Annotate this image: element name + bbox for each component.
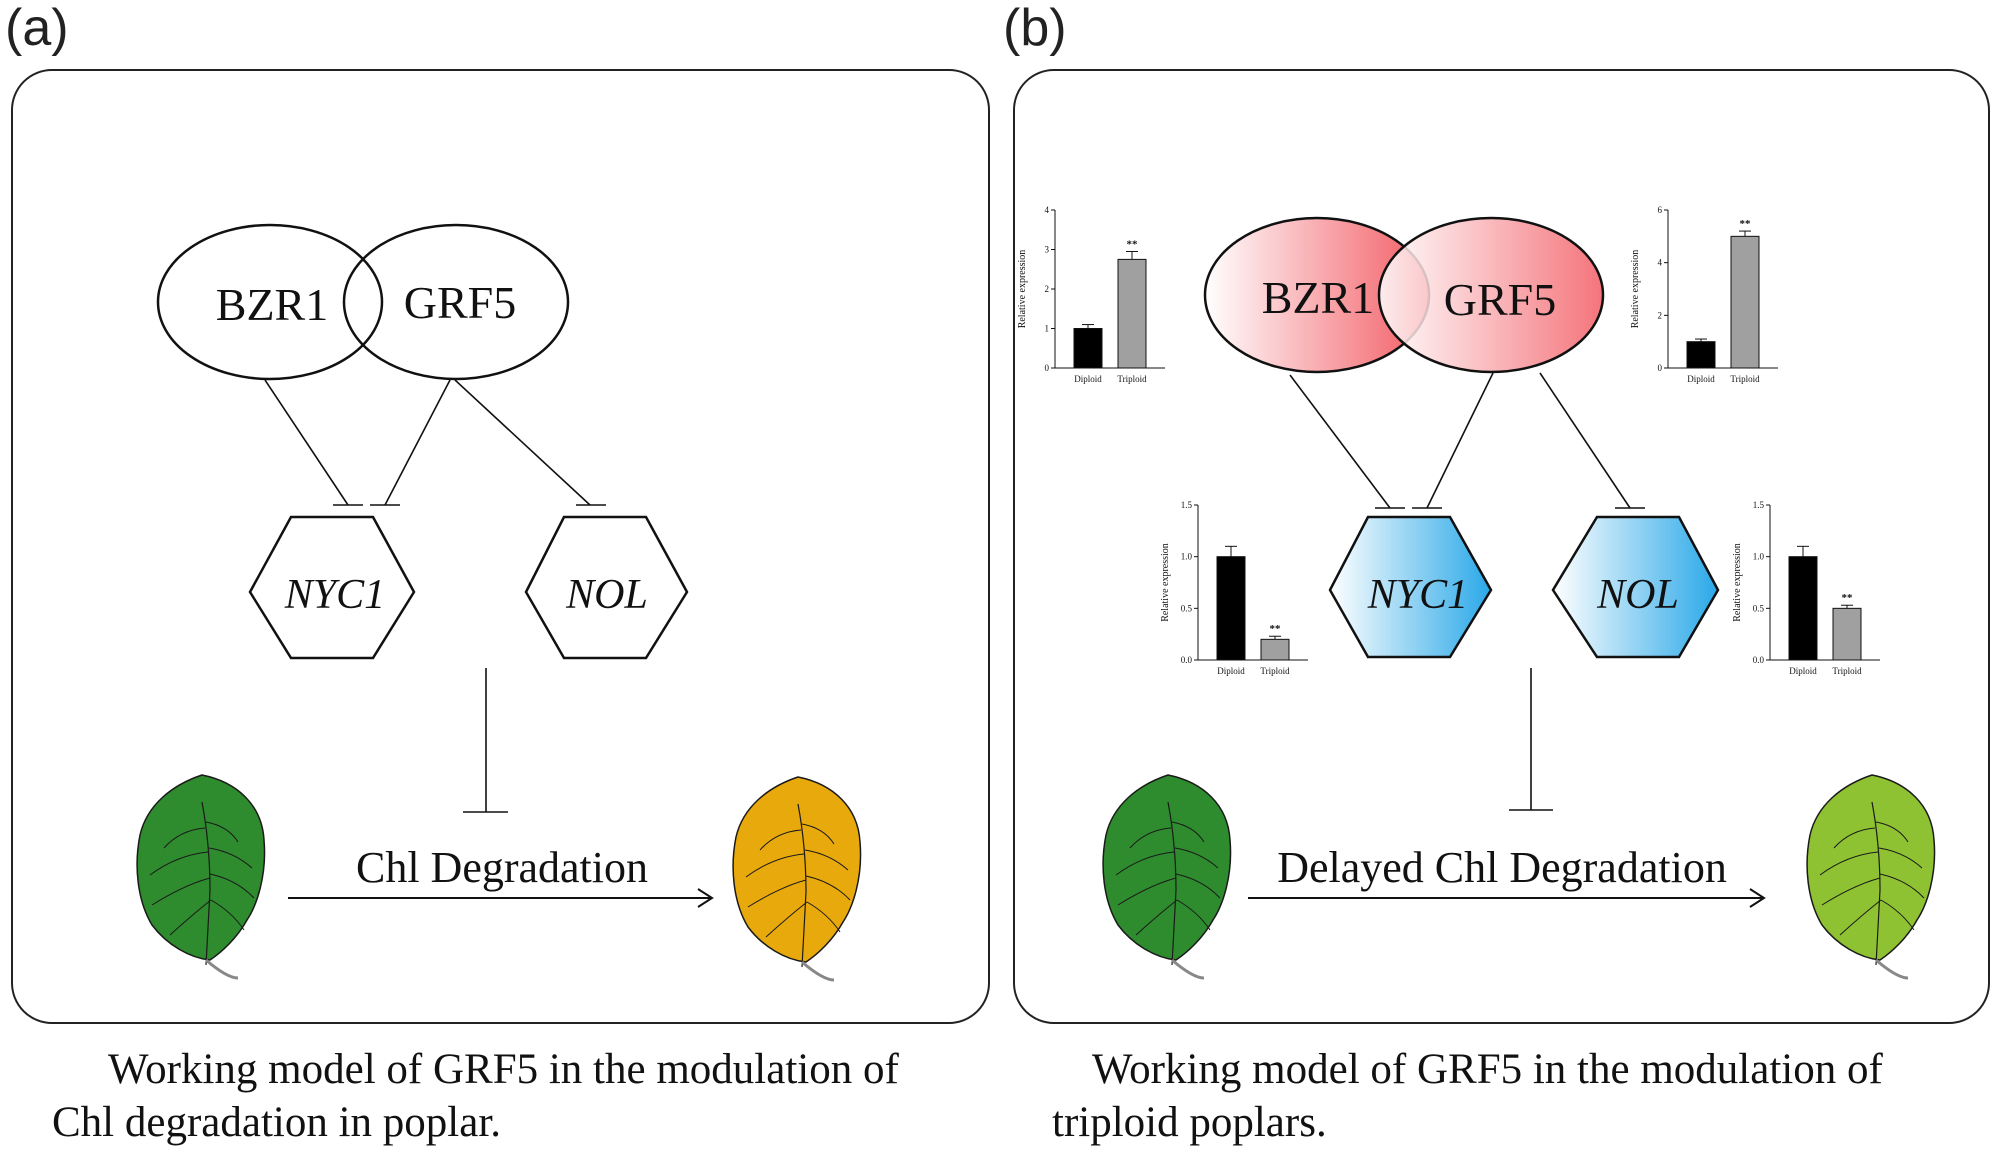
panel-a-label: (a) bbox=[5, 0, 69, 57]
panel-b-label: (b) bbox=[1003, 0, 1067, 57]
x-tick-label: Diploid bbox=[1074, 374, 1102, 384]
panel-b-frame bbox=[1013, 69, 1990, 1024]
x-tick-label: Diploid bbox=[1789, 666, 1817, 676]
y-tick-label: 6 bbox=[1658, 205, 1663, 215]
significance-label: ** bbox=[1842, 592, 1854, 604]
inhibition-edges-b bbox=[1289, 372, 1645, 811]
x-tick-label: Diploid bbox=[1217, 666, 1245, 676]
nyc1-node bbox=[248, 515, 416, 660]
significance-label: ** bbox=[1270, 623, 1282, 635]
bar-triploid bbox=[1117, 258, 1147, 369]
y-tick-label: 2 bbox=[1045, 284, 1050, 294]
y-tick-label: 0.5 bbox=[1753, 603, 1765, 613]
grf5-node-b bbox=[1377, 216, 1605, 374]
y-tick-label: 3 bbox=[1045, 245, 1050, 255]
bzr1-node bbox=[156, 223, 384, 381]
panel-b-diagram: BZR1 GRF5 NYC1 NOL Delayed Chl Degradati… bbox=[1017, 205, 1936, 980]
y-tick-label: 1.5 bbox=[1753, 500, 1765, 510]
nyc1-node-b bbox=[1328, 515, 1493, 659]
bar-diploid bbox=[1788, 556, 1818, 661]
caption-a-line1: Working model of GRF5 in the modulation … bbox=[108, 1046, 899, 1093]
significance-label: ** bbox=[1127, 238, 1139, 250]
y-tick-label: 4 bbox=[1045, 205, 1050, 215]
y-tick-label: 0 bbox=[1658, 363, 1663, 373]
y-axis-label: Relative expression bbox=[1732, 543, 1743, 622]
y-tick-label: 4 bbox=[1658, 258, 1663, 268]
y-tick-label: 0 bbox=[1045, 363, 1050, 373]
x-tick-label: Diploid bbox=[1687, 374, 1715, 384]
y-tick-label: 1 bbox=[1045, 324, 1050, 334]
caption-b-line1: Working model of GRF5 in the modulation … bbox=[1092, 1046, 1883, 1093]
bar-triploid bbox=[1260, 638, 1290, 661]
caption-b-line2: triploid poplars. bbox=[1052, 1099, 1327, 1146]
grf5-label: GRF5 bbox=[404, 277, 516, 328]
caption-a-line2: Chl degradation in poplar. bbox=[52, 1099, 502, 1146]
nyc1-label-b: NYC1 bbox=[1367, 572, 1468, 618]
process-label-b: Delayed Chl Degradation bbox=[1277, 843, 1727, 892]
panel-a-frame bbox=[11, 69, 990, 1024]
bar-diploid bbox=[1686, 341, 1716, 369]
bar-diploid bbox=[1216, 556, 1246, 661]
bzr1-label-b: BZR1 bbox=[1262, 272, 1374, 323]
bar-diploid bbox=[1073, 328, 1103, 369]
nol-node-b bbox=[1551, 515, 1720, 659]
x-tick-label: Triploid bbox=[1117, 374, 1147, 384]
nol-label: NOL bbox=[565, 572, 648, 618]
x-tick-label: Triploid bbox=[1260, 666, 1290, 676]
y-tick-label: 0.5 bbox=[1181, 603, 1193, 613]
y-axis-label: Relative expression bbox=[1160, 543, 1171, 622]
y-axis-label: Relative expression bbox=[1017, 250, 1028, 329]
bzr1-label: BZR1 bbox=[216, 279, 328, 330]
y-tick-label: 1.5 bbox=[1181, 500, 1193, 510]
grf5-node bbox=[342, 223, 570, 381]
x-tick-label: Triploid bbox=[1730, 374, 1760, 384]
y-tick-label: 1.0 bbox=[1753, 552, 1765, 562]
nol-node bbox=[524, 515, 689, 660]
x-tick-label: Triploid bbox=[1832, 666, 1862, 676]
y-axis-label: Relative expression bbox=[1630, 250, 1641, 329]
panel-a-diagram: BZR1 GRF5 NYC1 NOL Chl Degradation bbox=[136, 223, 862, 982]
process-label: Chl Degradation bbox=[356, 843, 648, 892]
y-tick-label: 2 bbox=[1658, 310, 1663, 320]
green-leaf-icon bbox=[136, 774, 266, 980]
y-tick-label: 1.0 bbox=[1181, 552, 1193, 562]
orange-leaf-icon bbox=[732, 776, 862, 982]
lightgreen-leaf-icon bbox=[1806, 774, 1936, 980]
inhibition-edges bbox=[264, 379, 606, 813]
nyc1-label: NYC1 bbox=[284, 572, 385, 618]
bar-triploid bbox=[1730, 235, 1760, 369]
significance-label: ** bbox=[1740, 218, 1752, 230]
bar-triploid bbox=[1832, 607, 1862, 661]
nol-label-b: NOL bbox=[1596, 572, 1679, 618]
grf5-label-b: GRF5 bbox=[1444, 274, 1556, 325]
y-tick-label: 0.0 bbox=[1181, 655, 1193, 665]
green-leaf-icon-b bbox=[1102, 774, 1232, 980]
y-tick-label: 0.0 bbox=[1753, 655, 1765, 665]
